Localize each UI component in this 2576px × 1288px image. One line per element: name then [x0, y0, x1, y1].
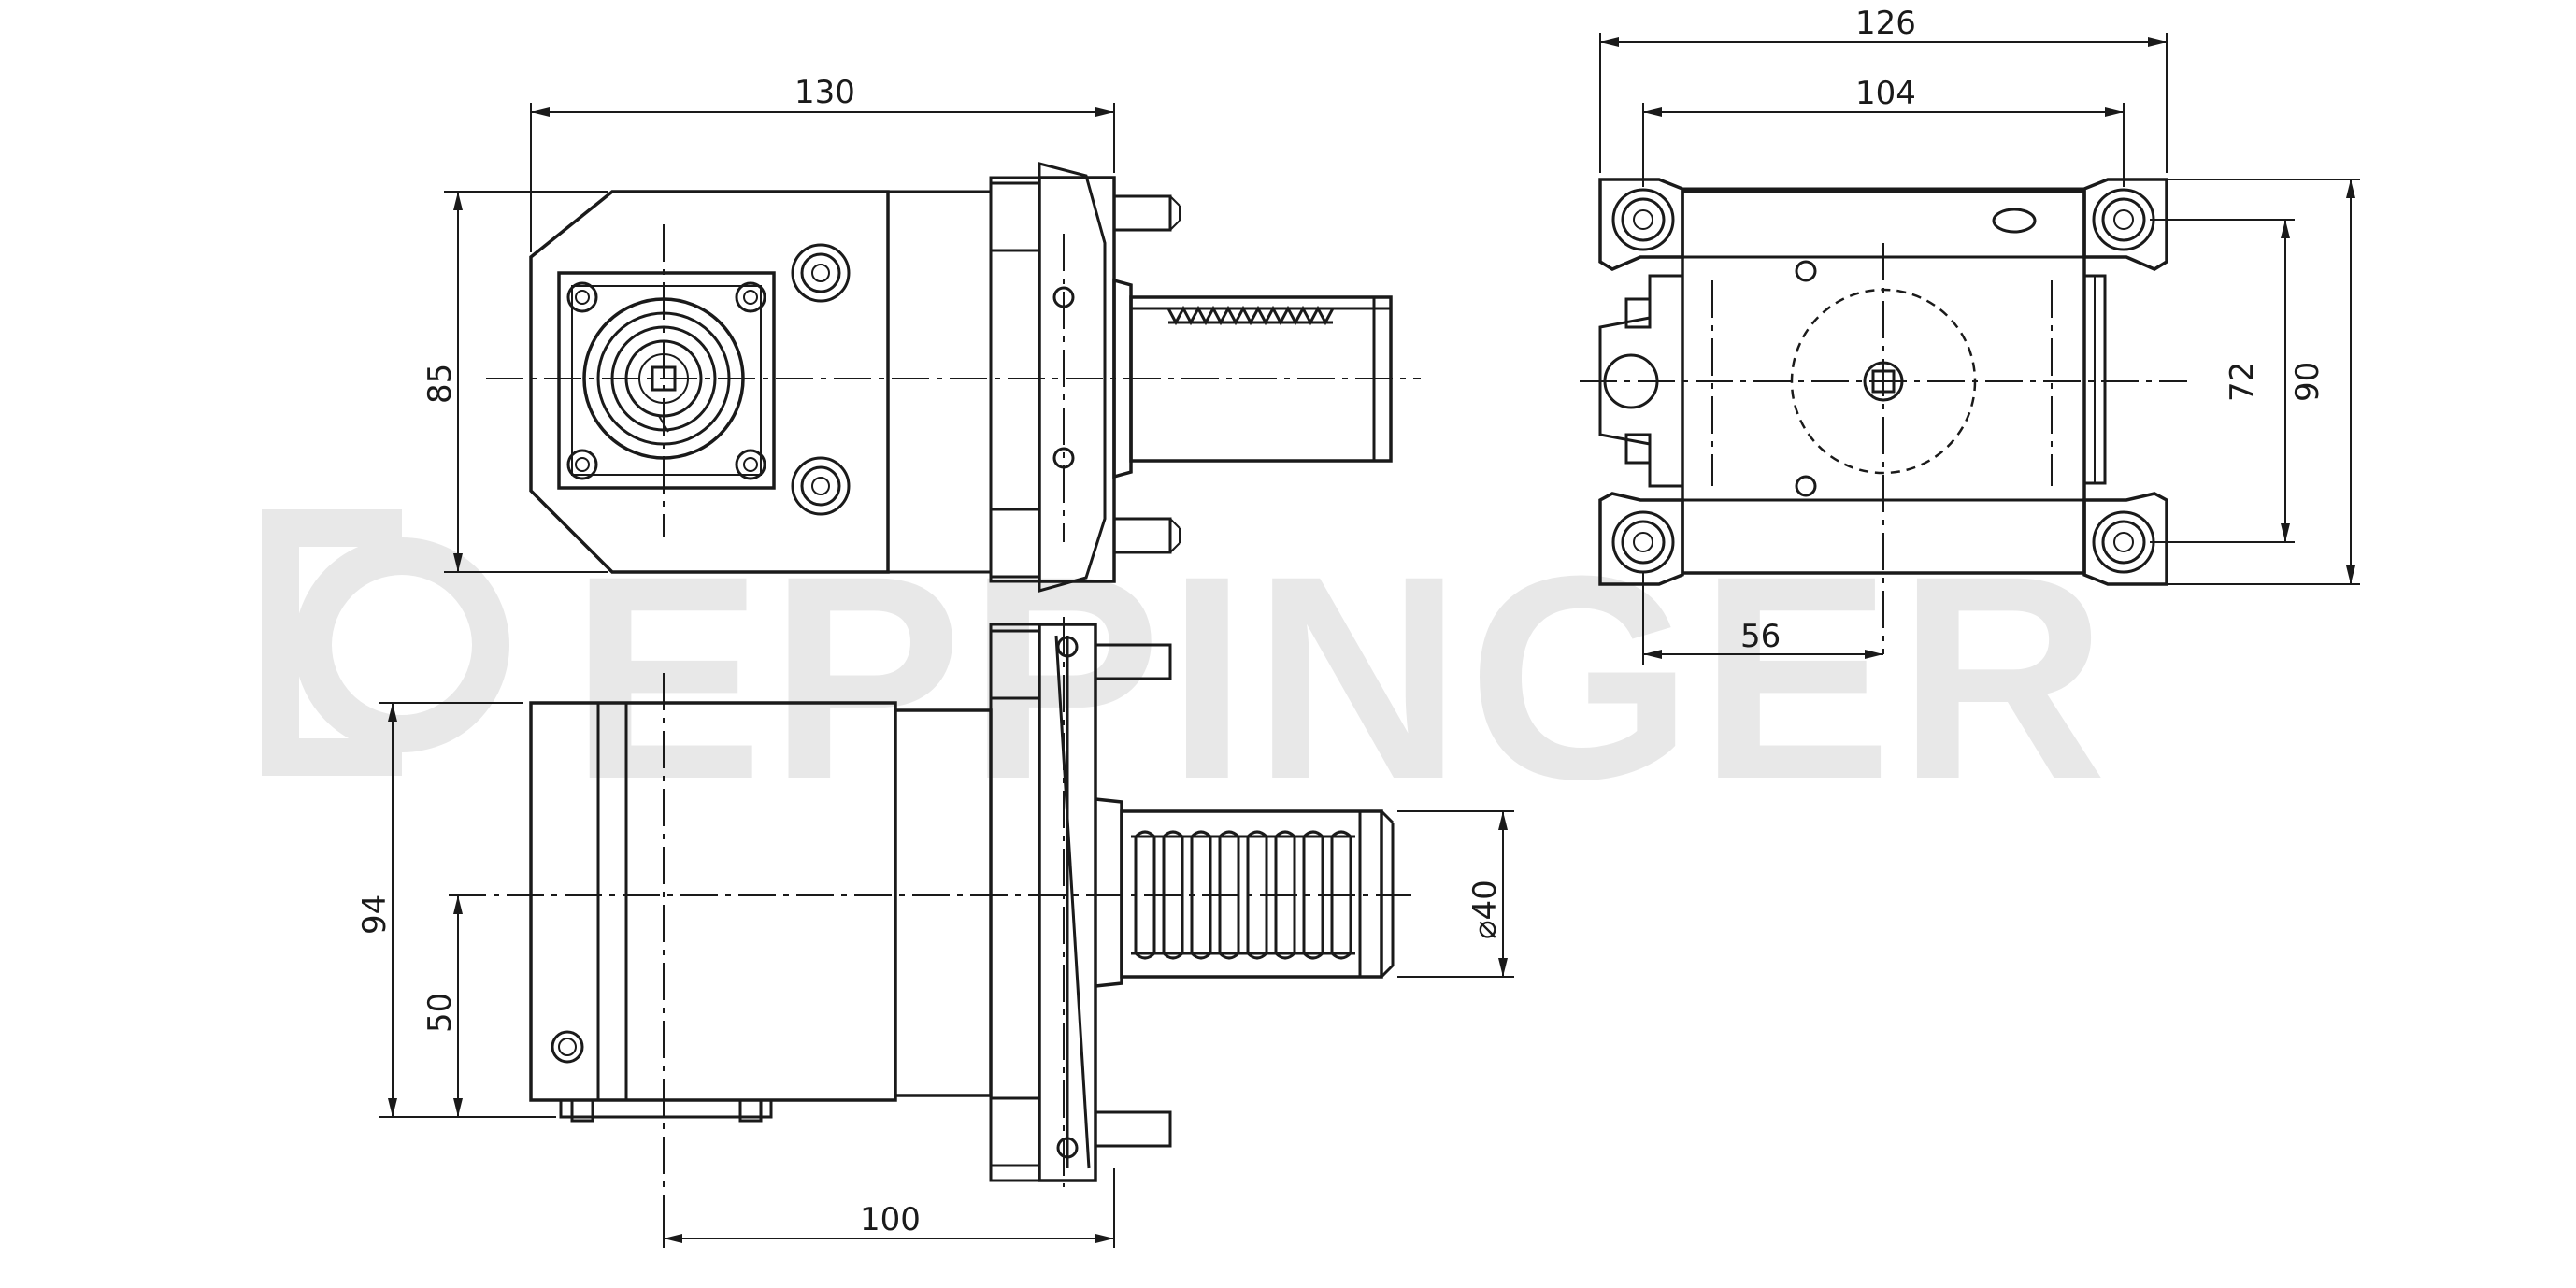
- dimension-top-height: 94: [356, 702, 556, 1118]
- dim-text-diameter-40: ⌀40: [1467, 880, 1504, 939]
- dimension-right-inner-height: 72: [2150, 219, 2295, 543]
- dim-text-130: 130: [794, 74, 855, 111]
- dimension-right-offset: 56: [1642, 572, 1883, 665]
- front-flange-screw-icons: [566, 281, 766, 480]
- dim-text-104: 104: [1855, 75, 1916, 112]
- top-threaded-shank: [1095, 797, 1395, 988]
- dimension-right-outer-height: 90: [2168, 179, 2360, 585]
- top-pin-icons: [989, 629, 1172, 1167]
- watermark: EPPINGER: [262, 509, 2112, 839]
- dimension-top-diameter: ⌀40: [1397, 810, 1514, 978]
- watermark-text: EPPINGER: [570, 515, 2112, 839]
- right-flange-top: [1598, 178, 1684, 271]
- right-flange-bottom: [1598, 492, 1684, 586]
- watermark-logo-icon: [262, 509, 509, 776]
- dimension-top-axis: 50: [422, 895, 467, 1118]
- top-view: 94 50 ⌀40 100: [356, 617, 1514, 1248]
- front-view: 130 85: [422, 74, 1421, 593]
- dimension-right-outer-width: 126: [1599, 5, 2168, 173]
- dim-text-72: 72: [2224, 362, 2261, 402]
- dim-text-85: 85: [422, 364, 459, 404]
- dim-text-100: 100: [860, 1201, 921, 1238]
- dimension-front-height: 85: [422, 191, 608, 573]
- top-plug-icon: [551, 1030, 584, 1064]
- dim-text-94: 94: [356, 894, 394, 935]
- dimension-right-inner-width: 104: [1642, 75, 2125, 187]
- dim-text-126: 126: [1855, 5, 1916, 42]
- dimension-front-width: 130: [530, 74, 1115, 252]
- front-plug-icons: [791, 243, 851, 516]
- front-spindle-flange: [557, 271, 776, 490]
- front-pin-icons: [989, 181, 1181, 579]
- dim-text-90: 90: [2289, 362, 2326, 402]
- dim-text-50: 50: [422, 993, 459, 1033]
- right-view: 126 104 56 72 90: [1580, 5, 2360, 665]
- dimension-top-length: 100: [663, 1168, 1115, 1248]
- dim-text-56: 56: [1740, 618, 1781, 655]
